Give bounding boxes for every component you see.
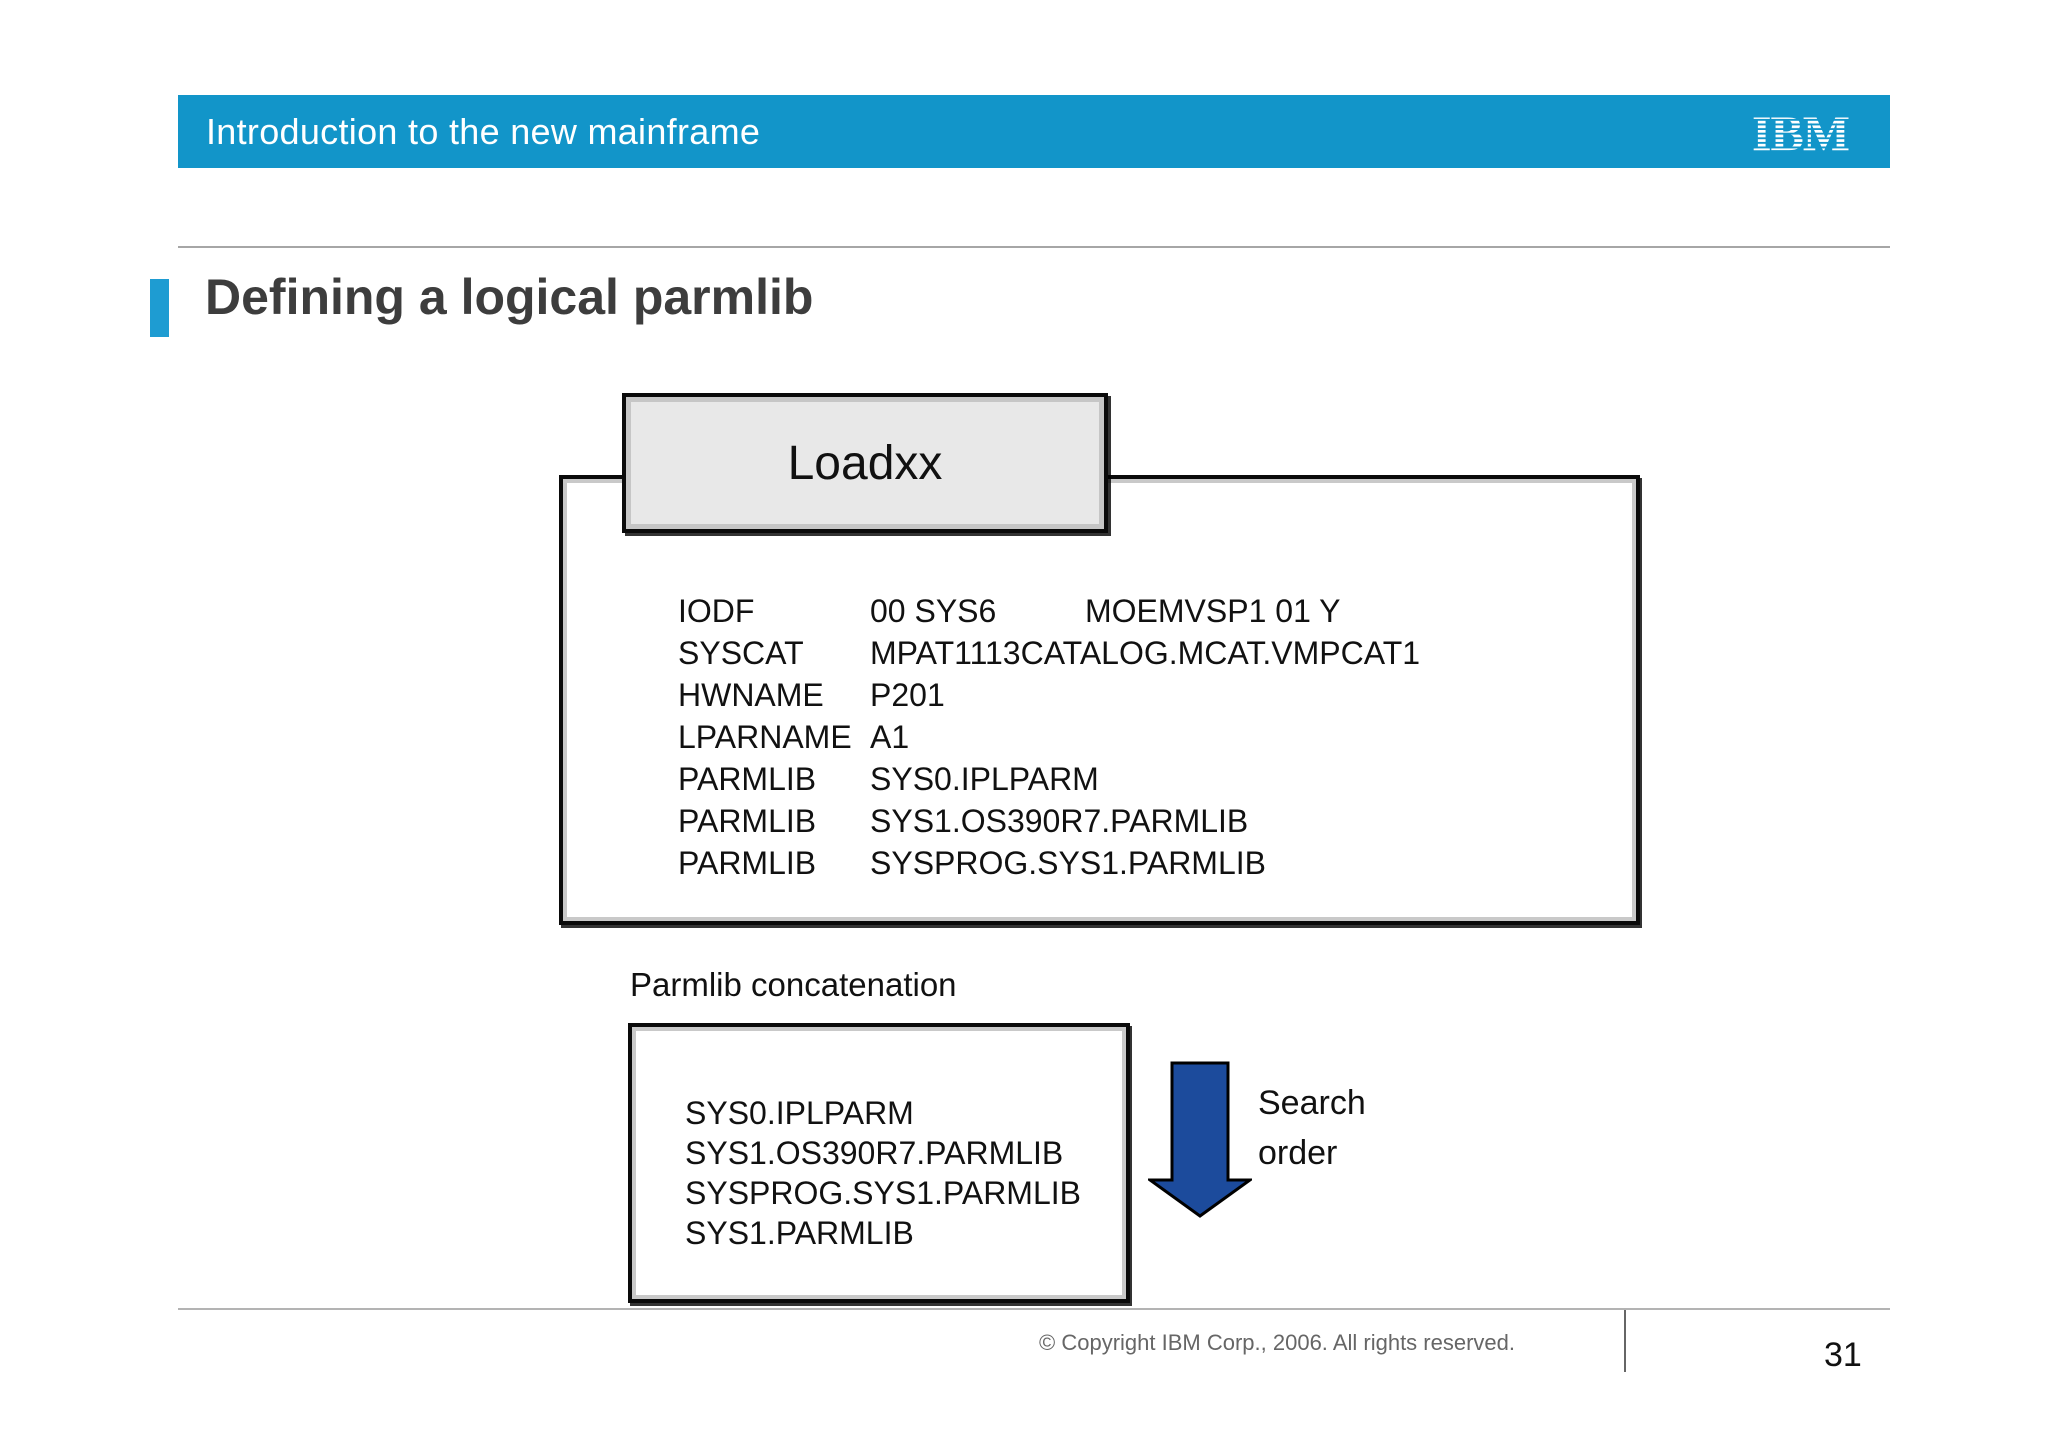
concatenation-item: SYS1.PARMLIB [685,1215,914,1251]
entry-key: PARMLIB [678,845,817,881]
loadxx-member-entries: IODF 00 SYS6 MOEMVSP1 01 Y SYSCAT MPAT11… [678,590,1420,884]
page-number: 31 [1824,1336,1862,1374]
entry-extra: MOEMVSP1 01 Y [1085,593,1341,629]
entry-value: A1 [870,719,910,755]
search-order-line2: order [1258,1134,1338,1172]
loadxx-entry-row: HWNAME P201 [678,674,1420,716]
concatenation-item: SYSPROG.SYS1.PARMLIB [685,1175,1081,1211]
loadxx-entry-row: PARMLIB SYS1.OS390R7.PARMLIB [678,800,1420,842]
footer-vertical-divider [1624,1310,1626,1372]
concatenation-box: SYS0.IPLPARM SYS1.OS390R7.PARMLIB SYSPRO… [628,1023,1130,1303]
search-order-line1: Search [1258,1084,1366,1122]
loadxx-entry-row: IODF 00 SYS6 MOEMVSP1 01 Y [678,590,1420,632]
entry-value: SYS1.OS390R7.PARMLIB [870,803,1249,839]
search-order-label: Search order [1258,1078,1366,1178]
page-title: Defining a logical parmlib [205,269,814,325]
entry-value: SYSPROG.SYS1.PARMLIB [870,845,1266,881]
entry-value: 00 SYS6 [870,593,997,629]
entry-value: P201 [870,677,945,713]
concatenation-item: SYS0.IPLPARM [685,1095,914,1131]
header-bar: Introduction to the new mainframe IBM [178,95,1890,168]
entry-value: MPAT1113CATALOG.MCAT.VMPCAT1 [870,635,1421,671]
copyright-text: © Copyright IBM Corp., 2006. All rights … [1039,1330,1515,1355]
title-accent-bar [150,279,169,337]
ibm-logo-icon: IBM [1752,107,1850,157]
loadxx-entry-row: PARMLIB SYS0.IPLPARM [678,758,1420,800]
entry-key: HWNAME [678,677,824,713]
loadxx-box-title: Loadxx [787,436,943,490]
entry-key: SYSCAT [678,635,804,671]
entry-key: PARMLIB [678,803,817,839]
loadxx-member-box [559,475,1640,925]
top-divider-rule [178,246,1890,248]
loadxx-entry-row: PARMLIB SYSPROG.SYS1.PARMLIB [678,842,1420,884]
concatenation-label: Parmlib concatenation [630,966,957,1003]
entry-key: IODF [678,593,755,629]
header-title: Introduction to the new mainframe [206,110,761,152]
down-arrow-icon [1148,1061,1252,1218]
loadxx-entry-row: LPARNAME A1 [678,716,1420,758]
loadxx-box: Loadxx [622,393,1108,533]
footer-divider-rule [178,1308,1890,1310]
concatenation-item: SYS1.OS390R7.PARMLIB [685,1135,1064,1171]
ibm-logo-text: IBM [1752,107,1849,157]
entry-value: SYS0.IPLPARM [870,761,1099,797]
entry-key: PARMLIB [678,761,817,797]
loadxx-entry-row: SYSCAT MPAT1113CATALOG.MCAT.VMPCAT1 [678,632,1420,674]
entry-key: LPARNAME [678,719,852,755]
